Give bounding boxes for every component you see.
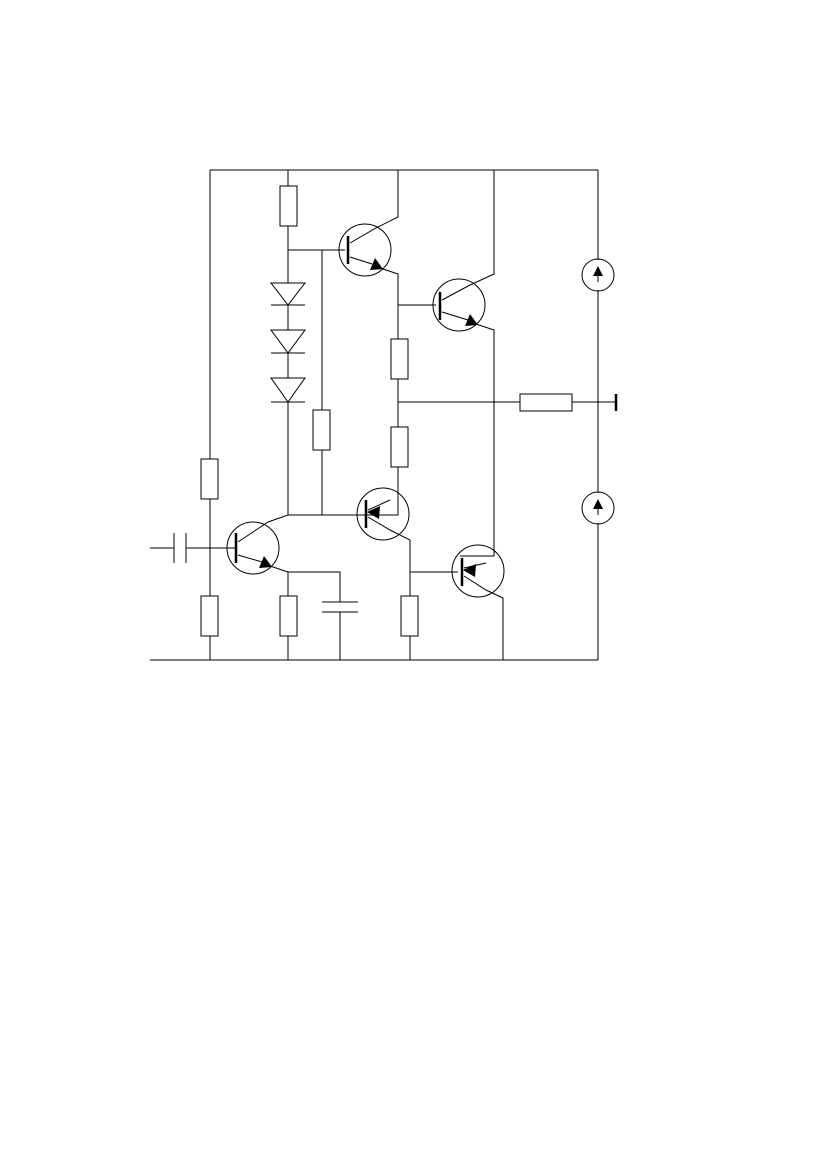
resistor-r7 [390,426,409,468]
resistor-r5 [279,595,298,637]
arrow-up-icon [593,499,603,509]
resistor-output [519,393,573,412]
emitter-arrow-icon [370,258,383,270]
resistor-r3 [200,458,219,500]
resistor-r6 [390,338,409,380]
capacitors [173,533,358,613]
transistor-q2 [338,223,392,277]
transistor-q5 [451,544,505,598]
diode-d2 [270,329,306,354]
capacitor-emitter [322,601,358,613]
capacitor-input [173,533,187,563]
current-source-upper [581,258,615,292]
resistor-r8 [400,595,419,637]
resistor-r1 [279,185,298,227]
diodes [269,282,307,403]
transistor-q3 [432,278,486,332]
resistor-r2 [312,409,331,451]
current-source-lower [581,491,615,525]
transistor-q1 [226,521,280,575]
diode-d3 [270,377,306,403]
transistor-q4 [356,487,410,541]
diode-d1 [269,282,307,306]
wires [150,169,616,661]
current-sources [581,258,615,525]
emitter-arrow-icon [367,506,380,519]
emitter-arrow-icon [259,556,272,568]
resistors [200,185,573,637]
resistor-r4 [200,595,219,637]
arrow-up-icon [593,266,603,276]
transistors [226,223,505,598]
emitter-arrow-icon [463,564,476,577]
emitter-arrow-icon [465,314,478,326]
